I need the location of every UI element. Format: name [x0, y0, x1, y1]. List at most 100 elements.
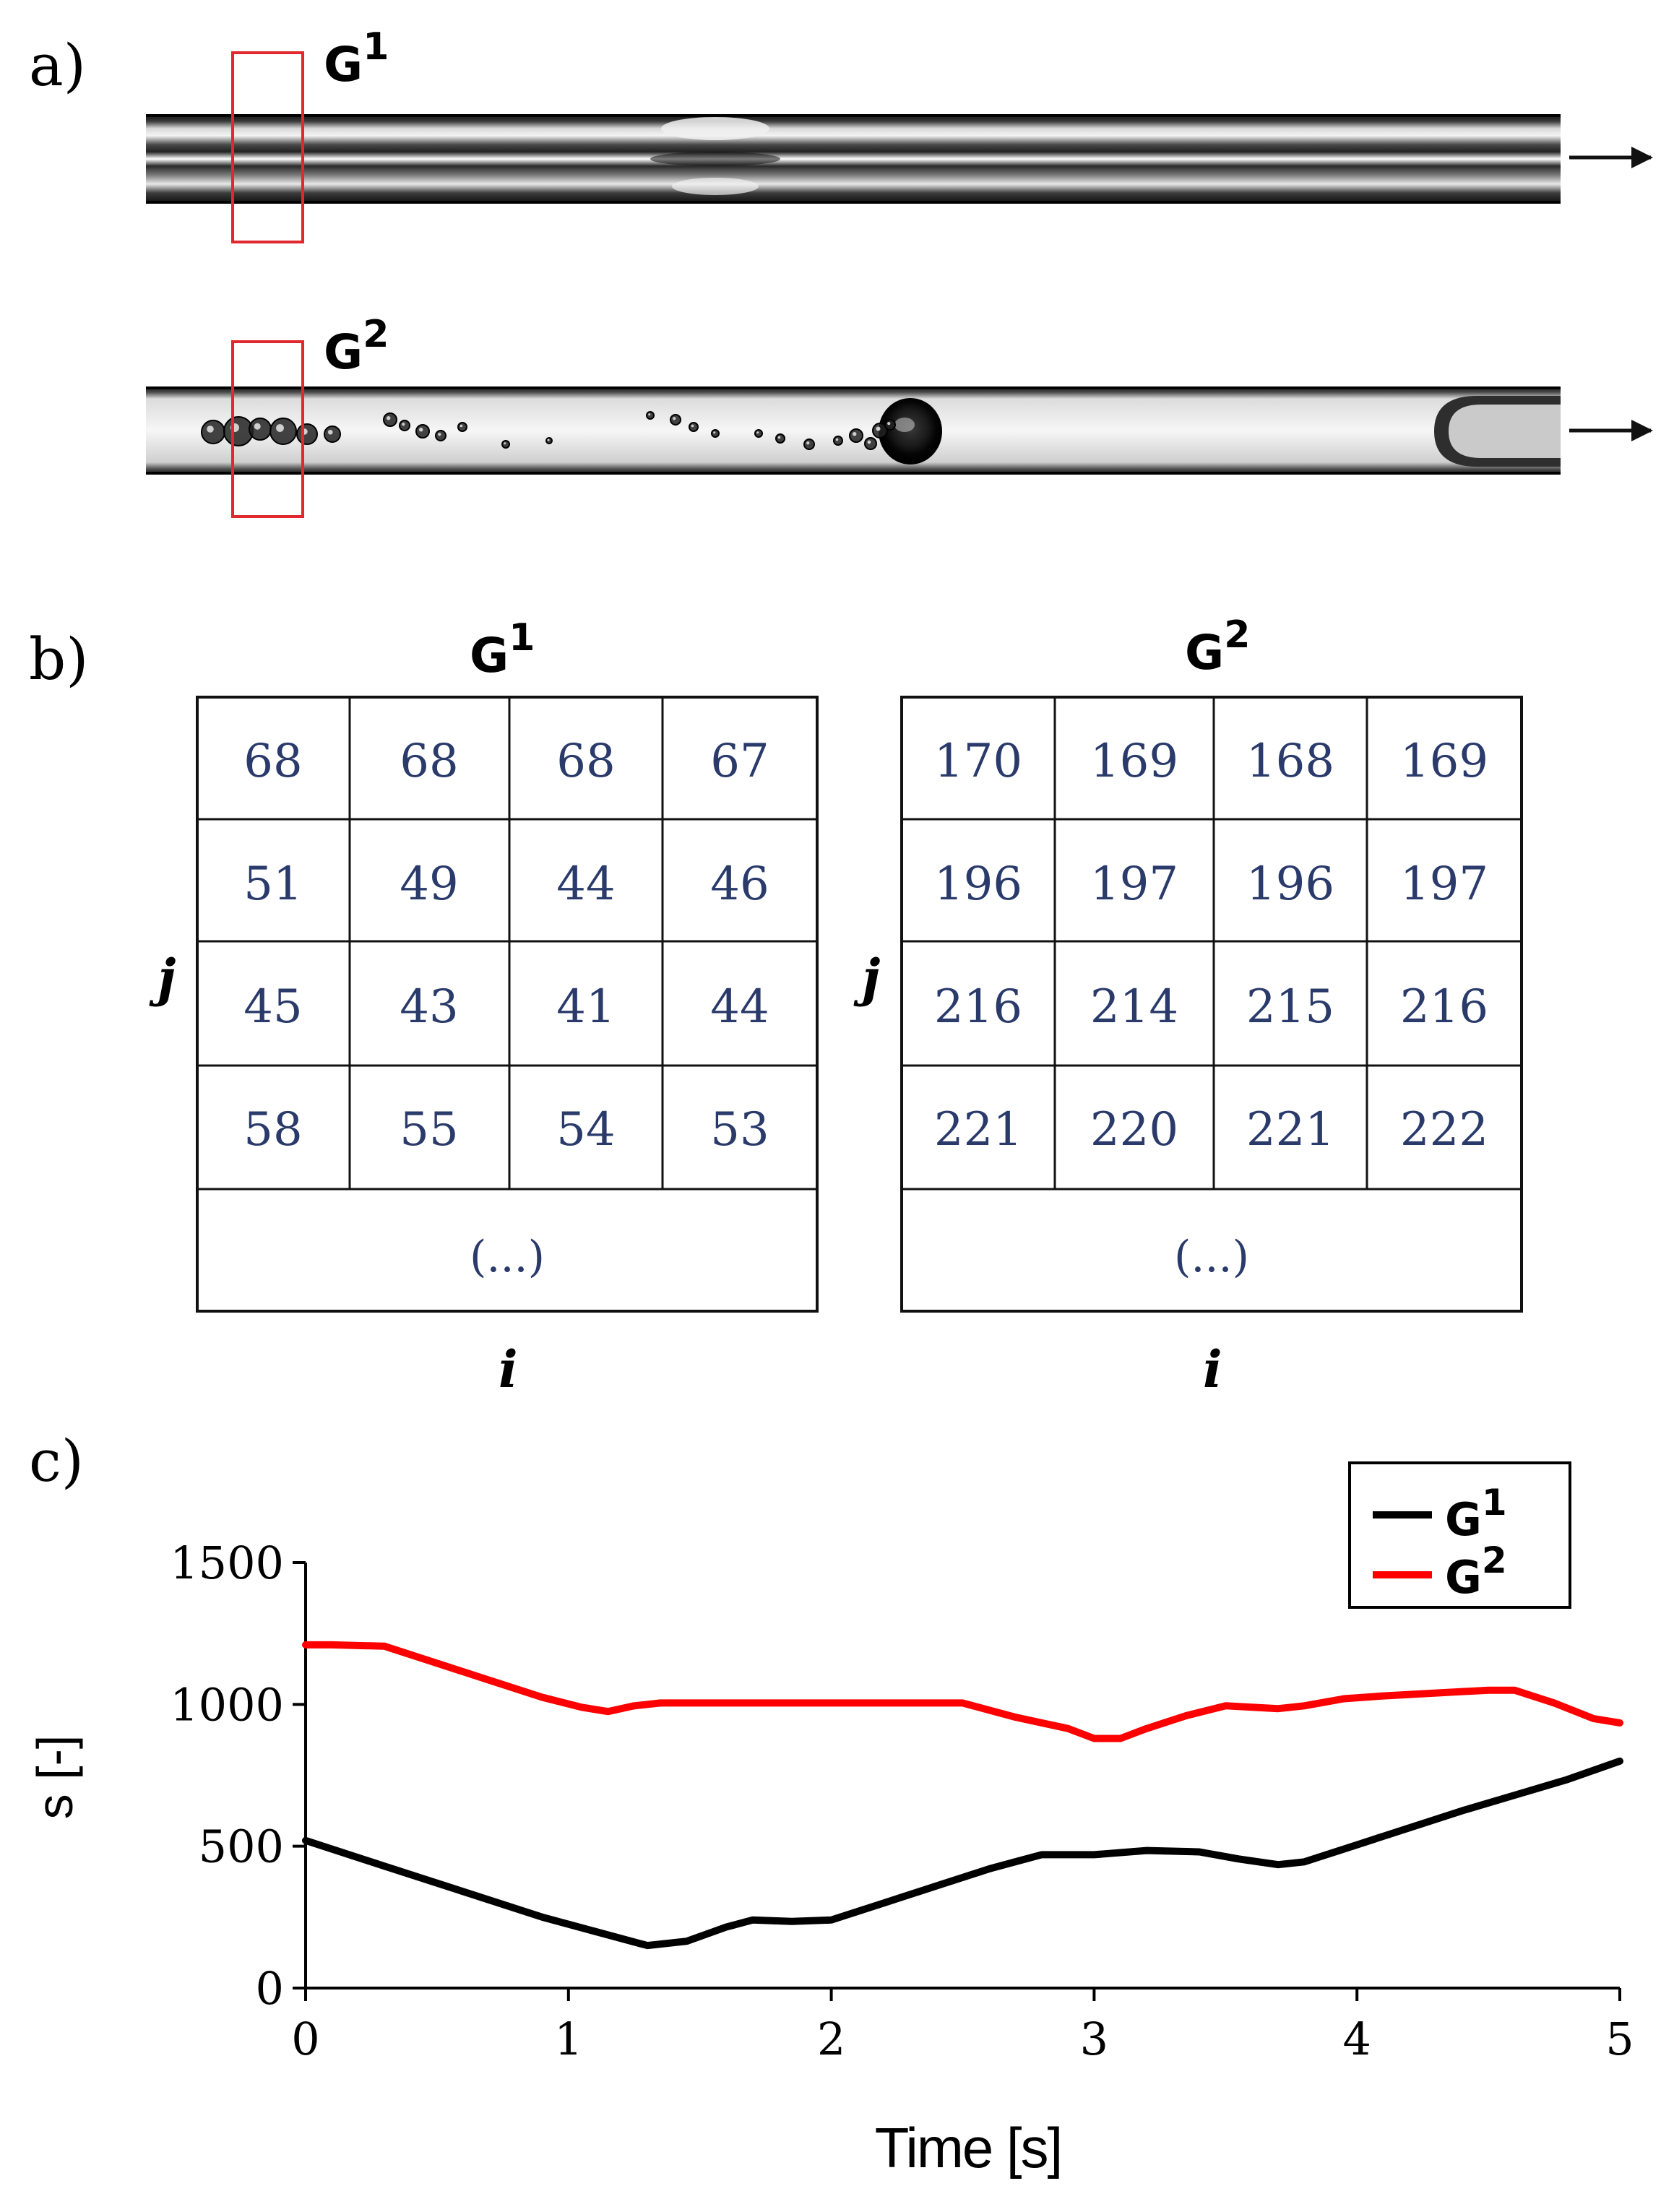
small-bubble [269, 418, 297, 445]
grid-cell: 220 [1090, 1103, 1178, 1157]
grid-cell: 46 [710, 857, 769, 911]
small-bubble [754, 429, 763, 438]
small-bubble [884, 419, 896, 431]
legend-label-g2: G2 [1445, 1539, 1507, 1604]
series-line-g2 [302, 1641, 1623, 1742]
grid-title-g2: G2 [1185, 613, 1250, 681]
grid-cell: 67 [710, 735, 769, 788]
grid-ellipsis-g2: (...) [1174, 1232, 1249, 1282]
small-bubble [249, 418, 272, 441]
tube-image-g2 [146, 386, 1561, 475]
small-bubble [438, 433, 441, 436]
grid-cell: 44 [710, 980, 769, 1034]
small-bubble [419, 428, 423, 432]
panel-a-label: a) [29, 32, 86, 99]
x-tick-label: 4 [1342, 2013, 1371, 2065]
small-bubble [296, 423, 318, 445]
panel-a: a) G1 [29, 25, 1653, 518]
grid-title-g1: G1 [470, 616, 535, 683]
small-bubble [646, 411, 655, 420]
grid-row-axis-g2: j [853, 948, 880, 1008]
small-bubble [835, 438, 839, 441]
series-line-g1 [302, 1757, 1623, 1950]
grid-ellipsis-g1: (...) [470, 1232, 545, 1282]
grid-cell: 68 [400, 735, 458, 788]
small-bubble [713, 431, 716, 434]
small-bubble [457, 422, 467, 432]
grid-cell: 55 [400, 1103, 458, 1157]
grid-cell: 197 [1400, 857, 1488, 911]
small-bubble [689, 422, 699, 432]
y-tick-label: 0 [256, 1962, 284, 2015]
y-tick-label: 1500 [170, 1537, 284, 1589]
small-bubble [864, 437, 877, 450]
grid-cell: 169 [1400, 735, 1488, 788]
grid-cell: 221 [1246, 1103, 1334, 1157]
grid-cell: 170 [934, 735, 1022, 788]
grid-cell: 68 [243, 735, 302, 788]
legend: G1 G2 [1348, 1461, 1571, 1609]
grid-cell: 44 [556, 857, 615, 911]
roi-box-g1 [231, 51, 304, 243]
small-bubble [324, 425, 341, 443]
roi-box-g2 [231, 340, 304, 518]
small-bubble [806, 441, 810, 445]
x-tick-label: 2 [817, 2013, 845, 2065]
grid-col-axis-g1: i [499, 1339, 518, 1399]
small-bubble [756, 431, 759, 434]
x-tick-label: 1 [554, 2013, 582, 2065]
small-bubble [223, 416, 254, 446]
grid-cell: 216 [934, 980, 1022, 1034]
small-bubble [867, 440, 871, 444]
grid-cell: 43 [400, 980, 458, 1034]
small-bubble [415, 424, 430, 438]
y-tick-label: 500 [199, 1820, 284, 1873]
grid-cell: 49 [400, 857, 458, 911]
small-bubble [777, 436, 781, 439]
grid-cell: 68 [556, 735, 615, 788]
small-bubble [383, 412, 397, 427]
grid-cell: 221 [934, 1103, 1022, 1157]
small-bubble [254, 423, 261, 430]
small-bubble [327, 429, 333, 435]
small-bubble [849, 428, 863, 443]
grid-row-axis-g1: j [149, 948, 176, 1008]
grid-col-axis-g2: i [1203, 1339, 1222, 1399]
tube-image-g1 [146, 114, 1561, 204]
small-bubble [387, 416, 391, 420]
pixel-grid-g1 [196, 696, 819, 1313]
small-bubble [648, 413, 651, 416]
x-axis-label: Time [s] [875, 2116, 1061, 2179]
legend-box [1348, 1461, 1571, 1609]
small-bubble [775, 433, 785, 444]
grid-cell: 54 [556, 1103, 615, 1157]
small-bubble [673, 417, 676, 420]
small-bubble [207, 425, 214, 433]
grid-cell: 216 [1400, 980, 1488, 1034]
grid-cell: 197 [1090, 857, 1178, 911]
small-bubble [501, 440, 510, 449]
image-label-g2: G2 [324, 313, 389, 380]
small-bubble [872, 423, 888, 438]
small-bubble [460, 424, 463, 428]
grid-cell: 214 [1090, 980, 1178, 1034]
panel-c-label: c) [29, 1427, 84, 1495]
grid-cell: 53 [710, 1103, 769, 1157]
grid-cell: 168 [1246, 735, 1334, 788]
grid-cell: 169 [1090, 735, 1178, 788]
grid-cell: 215 [1246, 980, 1334, 1034]
panel-b-label: b) [29, 626, 88, 693]
grid-cell: 45 [243, 980, 302, 1034]
small-bubbles [201, 411, 896, 450]
small-bubble [691, 424, 694, 428]
small-bubble [435, 430, 446, 441]
image-label-g1: G1 [324, 25, 389, 92]
